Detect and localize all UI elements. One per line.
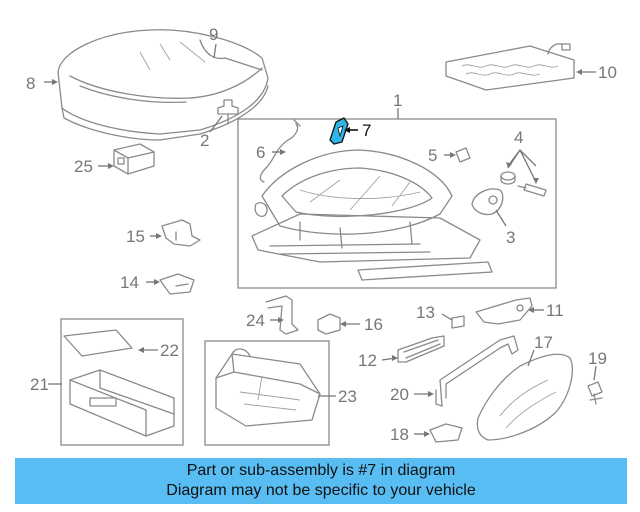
seat-heater-mat (445, 43, 575, 91)
banner-line-1: Part or sub-assembly is #7 in diagram (186, 462, 456, 479)
callout-11: 11 (546, 301, 564, 320)
callout-18: 18 (390, 425, 409, 444)
callout-labels: 8 9 2 10 25 1 6 7 5 4 3 15 14 24 16 13 1… (26, 25, 617, 444)
callout-20: 20 (390, 385, 409, 404)
cable-part (259, 123, 299, 183)
bracket-part-24 (265, 295, 299, 335)
callout-15: 15 (126, 227, 145, 246)
callout-21: 21 (30, 375, 49, 394)
callout-16: 16 (364, 315, 383, 334)
callout-8: 8 (26, 74, 35, 93)
callout-13: 13 (416, 303, 435, 322)
nut-and-bolt-part (500, 171, 547, 197)
bracket-part-14 (159, 273, 195, 295)
callout-22: 22 (160, 341, 179, 360)
info-banner: Part or sub-assembly is #7 in diagram Di… (15, 458, 627, 504)
clip-part-13 (451, 315, 465, 329)
callout-6: 6 (256, 143, 265, 162)
wire-loop-part (435, 335, 519, 407)
callout-10: 10 (598, 63, 617, 82)
clip-part (217, 99, 239, 125)
frame-assembly-box (237, 118, 557, 289)
callout-3: 3 (506, 228, 515, 247)
drawer-box (204, 340, 330, 446)
connector-part-16 (317, 313, 341, 335)
banner-line-2: Diagram may not be specific to your vehi… (166, 482, 476, 499)
callout-7: 7 (362, 121, 371, 140)
callout-19: 19 (588, 349, 607, 368)
callout-9: 9 (209, 25, 218, 44)
callout-4: 4 (514, 128, 523, 147)
control-module-part (113, 143, 155, 175)
seat-frame-assembly (251, 149, 493, 281)
callout-25: 25 (74, 157, 93, 176)
callout-17: 17 (534, 333, 553, 352)
side-shield-part (476, 353, 573, 441)
drawer-assembly-part (215, 348, 321, 427)
callout-1: 1 (393, 91, 402, 110)
leader-lines (44, 43, 597, 437)
screw-part (587, 381, 603, 405)
small-bracket-part (455, 147, 471, 163)
callout-14: 14 (120, 273, 139, 292)
bracket-part-15 (161, 219, 201, 247)
callout-23: 23 (338, 387, 357, 406)
storage-tray-part (63, 329, 175, 437)
callout-2: 2 (200, 131, 209, 150)
motor-part (471, 188, 504, 216)
callout-24: 24 (246, 311, 265, 330)
tray-box (60, 318, 184, 446)
trim-part-11 (475, 297, 533, 325)
bracket-part-18 (429, 423, 463, 443)
seat-cushion-pad (57, 29, 269, 141)
highlighted-part-7 (329, 117, 349, 145)
callout-5: 5 (428, 146, 437, 165)
callout-12: 12 (358, 351, 377, 370)
